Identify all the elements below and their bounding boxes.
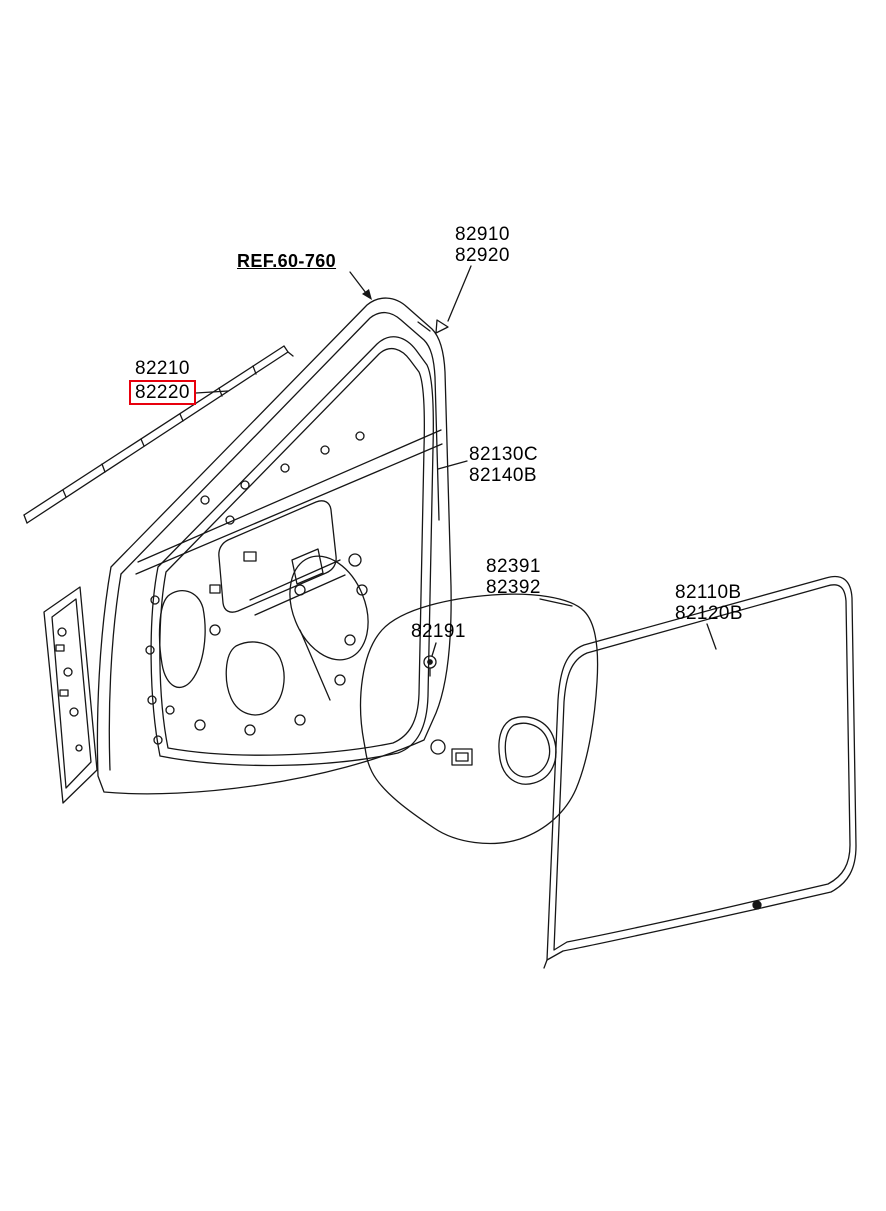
ref-arrowhead bbox=[362, 289, 372, 300]
part-number: 82220 bbox=[135, 382, 190, 403]
opening-weatherstrip-drawing bbox=[543, 575, 857, 969]
part-number: 82392 bbox=[486, 577, 541, 598]
part-number: 82110B bbox=[675, 582, 742, 603]
door-inner-panel-details bbox=[145, 431, 369, 745]
label-opening-weatherstrip: 82110B 82120B bbox=[675, 582, 743, 624]
part-number: 82910 bbox=[455, 224, 510, 245]
part-number: 82391 bbox=[486, 556, 541, 577]
door-shell-drawing bbox=[96, 297, 452, 795]
part-number: 82130C bbox=[469, 444, 538, 465]
ref-label-text: REF.60-760 bbox=[237, 251, 337, 271]
highlighted-part-number-box: 82220 bbox=[129, 380, 196, 405]
label-door-side-weatherstrip: 82130C 82140B bbox=[469, 444, 538, 486]
leader-lines bbox=[195, 265, 717, 657]
label-sash-moulding: 82910 82920 bbox=[455, 224, 510, 266]
part-number: 82191 bbox=[411, 621, 466, 642]
hinge-face-panel-drawing bbox=[43, 586, 98, 804]
seal-pad-drawing bbox=[359, 593, 599, 845]
label-ref-60-760: REF.60-760 bbox=[237, 251, 336, 272]
part-number: 82120B bbox=[675, 603, 743, 624]
door-side-weatherstrip-drawing bbox=[150, 336, 434, 767]
clip-drawing bbox=[423, 655, 437, 677]
label-belt-weatherstrip: 82210 82220 bbox=[129, 358, 196, 405]
part-number: 82920 bbox=[455, 245, 510, 266]
part-number: 82140B bbox=[469, 465, 537, 486]
label-seal-pad: 82391 82392 bbox=[486, 556, 541, 598]
belt-weatherstrip-drawing bbox=[23, 345, 294, 524]
label-clip: 82191 bbox=[411, 621, 466, 642]
part-number: 82210 bbox=[135, 358, 190, 379]
